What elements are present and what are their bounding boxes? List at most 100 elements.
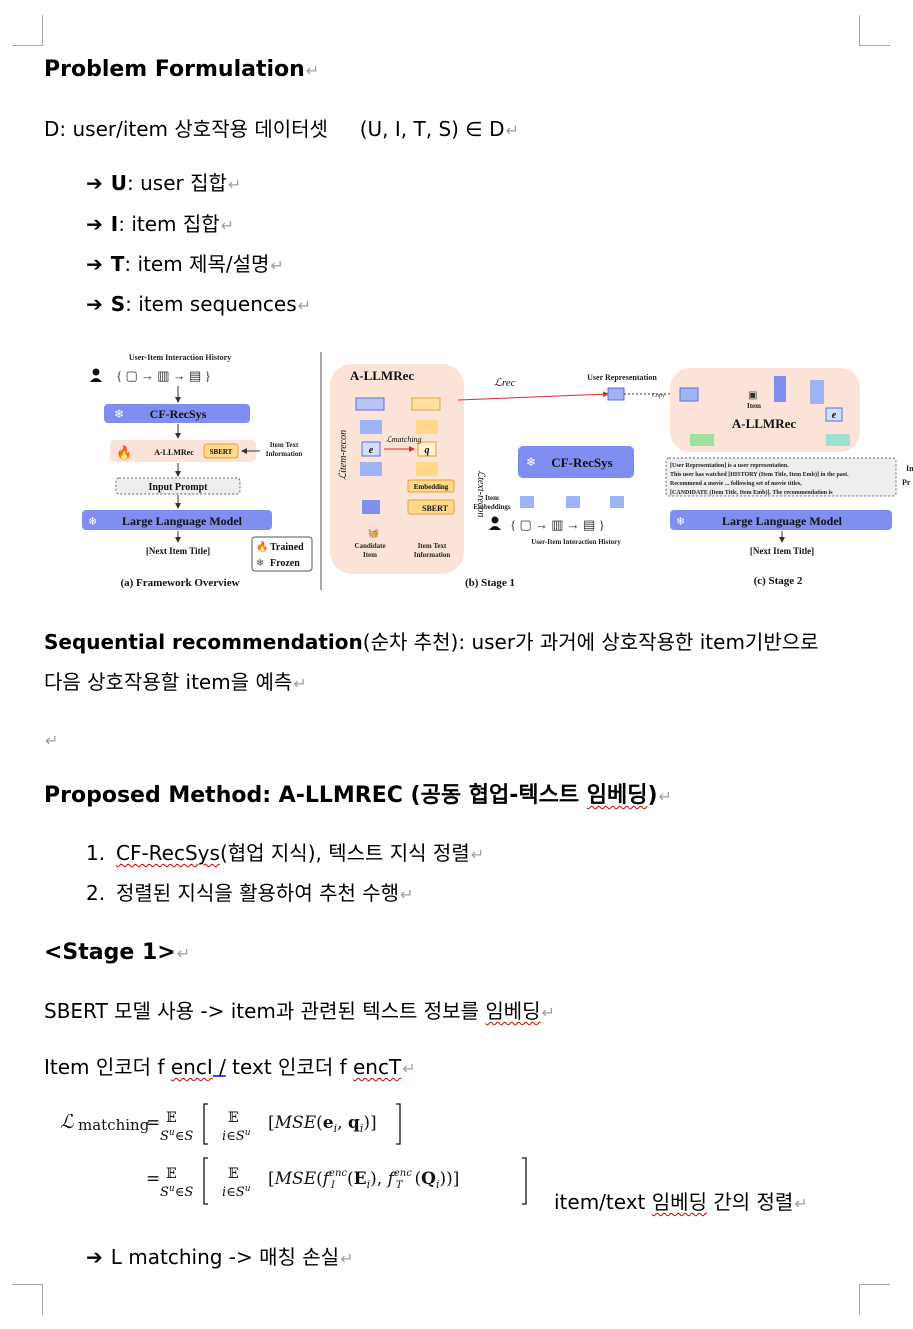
paragraph-mark: ↵: [340, 1249, 354, 1268]
encoder-line: Item 인코더 f encI / text 인코더 f encT↵: [44, 1054, 416, 1082]
eq-exp-inner-2: 𝔼: [228, 1166, 239, 1182]
candidate-label-2: Item: [363, 551, 377, 559]
user-icon: [491, 516, 499, 524]
sequential-rec-line-1: Sequential recommendation(순차 추천): user가 …: [44, 629, 819, 655]
dataset-text: D: user/item 상호작용 데이터셋 (U, I, T, S) ∈ D: [44, 117, 505, 141]
snowflake-icon: ❄: [114, 407, 124, 421]
paragraph-mark: ↵: [45, 731, 59, 750]
def-key: T: [110, 252, 125, 276]
spellcheck-word: 임베딩: [586, 783, 648, 808]
def-key: S: [110, 292, 126, 316]
definition-item-u: ➔U: user 집합↵: [86, 170, 241, 198]
legend-trained: Trained: [270, 542, 304, 553]
page-corner-mark-top-right: [859, 15, 890, 46]
def-text: : user 집합: [127, 171, 227, 195]
eq-equals-2: =: [146, 1169, 160, 1189]
e-label-c: e: [832, 410, 837, 421]
caption-b: (b) Stage 1: [465, 577, 515, 589]
align-text: item/text: [554, 1190, 652, 1214]
panel-a: User-Item Interaction History { ▢ → ▥ → …: [82, 353, 313, 589]
item-decoder-box: [360, 420, 382, 434]
sbert-box-b: [407, 499, 455, 515]
alignment-line: item/text 임베딩 간의 정렬↵: [554, 1189, 808, 1217]
eq-exp-inner: 𝔼: [228, 1110, 239, 1126]
copy-label: Copy: [652, 393, 665, 399]
allmrec-label: A-LLMRec: [154, 448, 194, 457]
seq-desc-cont: 다음 상호작용할 item을 예측: [44, 670, 293, 694]
paragraph-mark: ↵: [541, 1003, 555, 1022]
paragraph-mark: ↵: [470, 845, 485, 864]
matching-loss-equation: ℒ matching = 𝔼 Su∈S 𝔼 i∈Su [MSE(ei, qi)]…: [60, 1103, 527, 1205]
eq-exp-sub-2: Su∈S: [160, 1184, 193, 1200]
snowflake-icon: ❄: [88, 516, 97, 528]
paragraph-mark: ↵: [794, 1194, 808, 1213]
sbert-text: SBERT 모델 사용 -> item과 관련된 텍스트 정보를: [44, 999, 486, 1023]
item-sequence-icons: { ▢ → ▥ → ▤ }: [510, 517, 605, 532]
paragraph-mark: ↵: [227, 175, 242, 194]
sbert-box: [203, 443, 239, 459]
definition-item-t: ➔T: item 제목/설명↵: [86, 251, 284, 279]
seq-term: Sequential recommendation: [44, 630, 363, 654]
spellcheck-word: 임베딩: [651, 1190, 707, 1214]
l-rec-label: ℒrec: [494, 377, 516, 389]
sbert-line: SBERT 모델 사용 -> item과 관련된 텍스트 정보를 임베딩↵: [44, 998, 555, 1026]
user-icon-body: [489, 526, 501, 530]
page-corner-mark-bottom-right: [859, 1284, 890, 1315]
eq-lhs: ℒ: [60, 1111, 75, 1133]
paragraph-mark: ↵: [305, 61, 320, 80]
user-icon: [92, 368, 100, 376]
caption-c: (c) Stage 2: [754, 575, 803, 587]
embed-box: [520, 496, 534, 508]
prompt-line-1: [User Representation] is a user represen…: [670, 463, 789, 469]
item-text-label-1: Item Text: [270, 441, 299, 449]
allmrec-title-c: A-LLMRec: [732, 416, 796, 431]
candidate-embed-box: [362, 500, 380, 514]
item-embeddings-label-1: Item: [485, 494, 499, 502]
item-embed-col: [774, 376, 786, 402]
eq-exp-inner-sub-2: i∈Su: [222, 1184, 251, 1200]
eq-exp-inner-sub: i∈Su: [222, 1128, 251, 1144]
paragraph-mark: ↵: [400, 885, 414, 904]
user-repr-label: User Representation: [587, 373, 657, 382]
item-text: (협업 지식), 텍스트 지식 정렬: [219, 841, 470, 865]
l-matching-bullet: ➔L matching -> 매칭 손실↵: [86, 1244, 354, 1272]
def-key: I: [110, 212, 119, 236]
llm-box-a: [82, 510, 272, 530]
text-recon-box: [411, 397, 441, 411]
item-text-b-1: Item Text: [418, 542, 447, 550]
embedding-box: [407, 479, 455, 493]
embed-box: [610, 496, 624, 508]
fi-box: [826, 434, 850, 446]
e-label: e: [369, 445, 374, 456]
llm-label-a: Large Language Model: [122, 514, 243, 528]
paragraph-mark: ↵: [505, 121, 519, 140]
item-text: 정렬된 지식을 활용하여 추천 수행: [116, 881, 400, 905]
snowflake-icon: ❄: [526, 455, 536, 469]
paragraph-mark: ↵: [270, 256, 284, 275]
l-matching-text: L matching -> 매칭 손실: [110, 1245, 340, 1269]
prompt-line-4: [CANDIDATE (Item Title, Item Emb)]. The …: [670, 489, 833, 496]
paragraph-mark: ↵: [402, 1059, 416, 1078]
arrow-icon: ➔: [86, 171, 103, 195]
numbered-item-1: 1.CF-RecSys(협업 지식), 텍스트 지식 정렬↵: [86, 840, 484, 868]
flame-icon: 🔥: [256, 540, 268, 553]
user-icon-body: [90, 378, 102, 382]
sbert-label: SBERT: [210, 448, 233, 456]
allmrec-title-b: A-LLMRec: [350, 368, 414, 383]
dataset-line: D: user/item 상호작용 데이터셋 (U, I, T, S) ∈ D↵: [44, 116, 519, 144]
cf-recsys-box: [104, 404, 250, 423]
framework-figure: User-Item Interaction History { ▢ → ▥ → …: [82, 352, 913, 590]
heading-text: <Stage 1>: [44, 940, 176, 965]
item-label-c: Item: [747, 402, 761, 410]
candidate-label-1: Candidate: [354, 542, 385, 550]
item-number: 1.: [86, 841, 106, 865]
e-box-c: [825, 407, 843, 422]
sbert-label-b: SBERT: [422, 504, 449, 513]
user-repr-box: [607, 387, 625, 401]
item-encoder-box-c: [810, 380, 824, 404]
input-prompt-label: Input Prompt: [149, 482, 209, 493]
prompt-box: [665, 457, 897, 497]
def-text: : item 제목/설명: [124, 252, 270, 276]
paragraph-mark: ↵: [176, 944, 191, 963]
next-item-label-c: [Next Item Title]: [750, 546, 814, 556]
